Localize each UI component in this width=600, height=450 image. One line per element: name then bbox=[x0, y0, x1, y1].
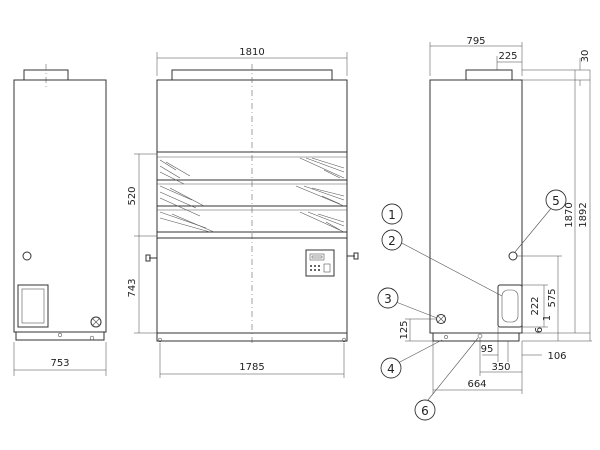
dim-520-label: 520 bbox=[127, 186, 138, 205]
callout-2 bbox=[381, 229, 403, 251]
dim-1785-label: 1785 bbox=[239, 362, 264, 373]
right-side-view: 795 225 30 1870 1892 575 bbox=[377, 36, 592, 421]
right-drain-6 bbox=[477, 333, 483, 339]
leader-4 bbox=[395, 339, 443, 365]
dim-753-label: 753 bbox=[50, 358, 69, 369]
right-body bbox=[429, 79, 523, 334]
callout-5 bbox=[545, 189, 567, 211]
dim-1810-label: 1810 bbox=[239, 47, 264, 58]
dim-350-label: 350 bbox=[491, 362, 510, 373]
left-base-foot bbox=[89, 335, 95, 341]
right-port-5 bbox=[508, 251, 518, 261]
dim-795-label: 795 bbox=[466, 36, 485, 47]
front-base bbox=[156, 332, 348, 342]
callout-1 bbox=[381, 203, 403, 225]
dim-30-label: 30 bbox=[580, 50, 591, 63]
leader-5 bbox=[514, 205, 554, 253]
callout-3 bbox=[377, 287, 399, 309]
left-body bbox=[13, 79, 107, 333]
dim-743-label: 743 bbox=[127, 278, 138, 297]
callout-2-label: 2 bbox=[388, 234, 396, 248]
right-top-collar bbox=[465, 69, 513, 81]
callout-3-label: 3 bbox=[384, 292, 392, 306]
callout-1-label: 1 bbox=[388, 208, 396, 222]
right-foot-4 bbox=[444, 335, 448, 339]
left-access-panel-inner bbox=[21, 288, 45, 324]
control-panel-housing bbox=[305, 249, 335, 277]
callout-5-label: 5 bbox=[552, 194, 560, 208]
dim-664-label: 664 bbox=[467, 379, 486, 390]
dim-1892-label: 1892 bbox=[578, 202, 589, 227]
left-base bbox=[15, 331, 105, 341]
dim-125-label: 125 bbox=[399, 320, 410, 339]
right-duct-opening-inner bbox=[501, 289, 519, 323]
dim-6-label: 6 bbox=[534, 327, 545, 333]
callout-4 bbox=[380, 357, 402, 379]
left-port bbox=[22, 251, 32, 261]
dim-575-label: 575 bbox=[547, 288, 558, 307]
front-view: 1810 bbox=[127, 47, 359, 378]
left-base-foot bbox=[57, 332, 63, 338]
callout-6 bbox=[414, 399, 436, 421]
callout-6-label: 6 bbox=[421, 404, 429, 418]
dim-106-label: 106 bbox=[547, 351, 566, 362]
dim-1-label: 1 bbox=[542, 315, 553, 321]
leader-6 bbox=[427, 337, 479, 401]
front-grille bbox=[157, 151, 347, 239]
left-drain-port bbox=[90, 316, 102, 328]
leader-3 bbox=[395, 301, 438, 319]
control-panel bbox=[305, 249, 335, 277]
right-duct-opening bbox=[497, 284, 523, 328]
dim-1870-label: 1870 bbox=[564, 202, 575, 227]
control-panel-display bbox=[309, 253, 325, 261]
callout-4-label: 4 bbox=[387, 362, 395, 376]
leader-2 bbox=[395, 239, 503, 297]
dim-95-label: 95 bbox=[481, 344, 494, 355]
left-access-panel bbox=[17, 284, 49, 328]
dim-225-label: 225 bbox=[498, 51, 517, 62]
dim-222-label: 222 bbox=[530, 296, 541, 315]
left-side-view: 753 bbox=[13, 64, 107, 376]
right-base bbox=[432, 332, 520, 342]
